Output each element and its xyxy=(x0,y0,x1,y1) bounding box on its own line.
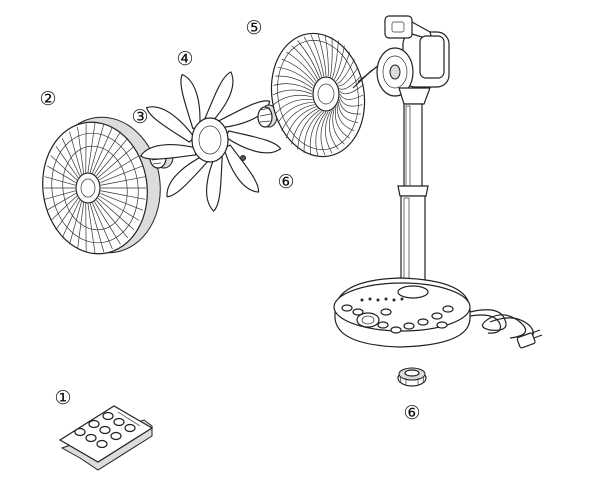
callout-blade: ④ xyxy=(174,48,196,70)
callout-remote: ① xyxy=(52,387,74,409)
front-guard xyxy=(262,26,374,164)
power-cord xyxy=(470,310,542,349)
callout-pole-nut: ⑥ xyxy=(401,402,423,424)
rear-guard xyxy=(34,110,169,261)
pole-nut xyxy=(398,368,426,386)
callout-rear-guard: ② xyxy=(37,88,59,110)
callout-guard-nut: ⑥ xyxy=(275,171,297,193)
callout-front-guard: ⑤ xyxy=(243,17,265,39)
remote-control xyxy=(60,406,152,470)
fan-base xyxy=(334,278,470,347)
callout-spinner: ③ xyxy=(129,106,151,128)
upper-pole xyxy=(398,104,428,196)
motor-housing xyxy=(353,16,449,104)
